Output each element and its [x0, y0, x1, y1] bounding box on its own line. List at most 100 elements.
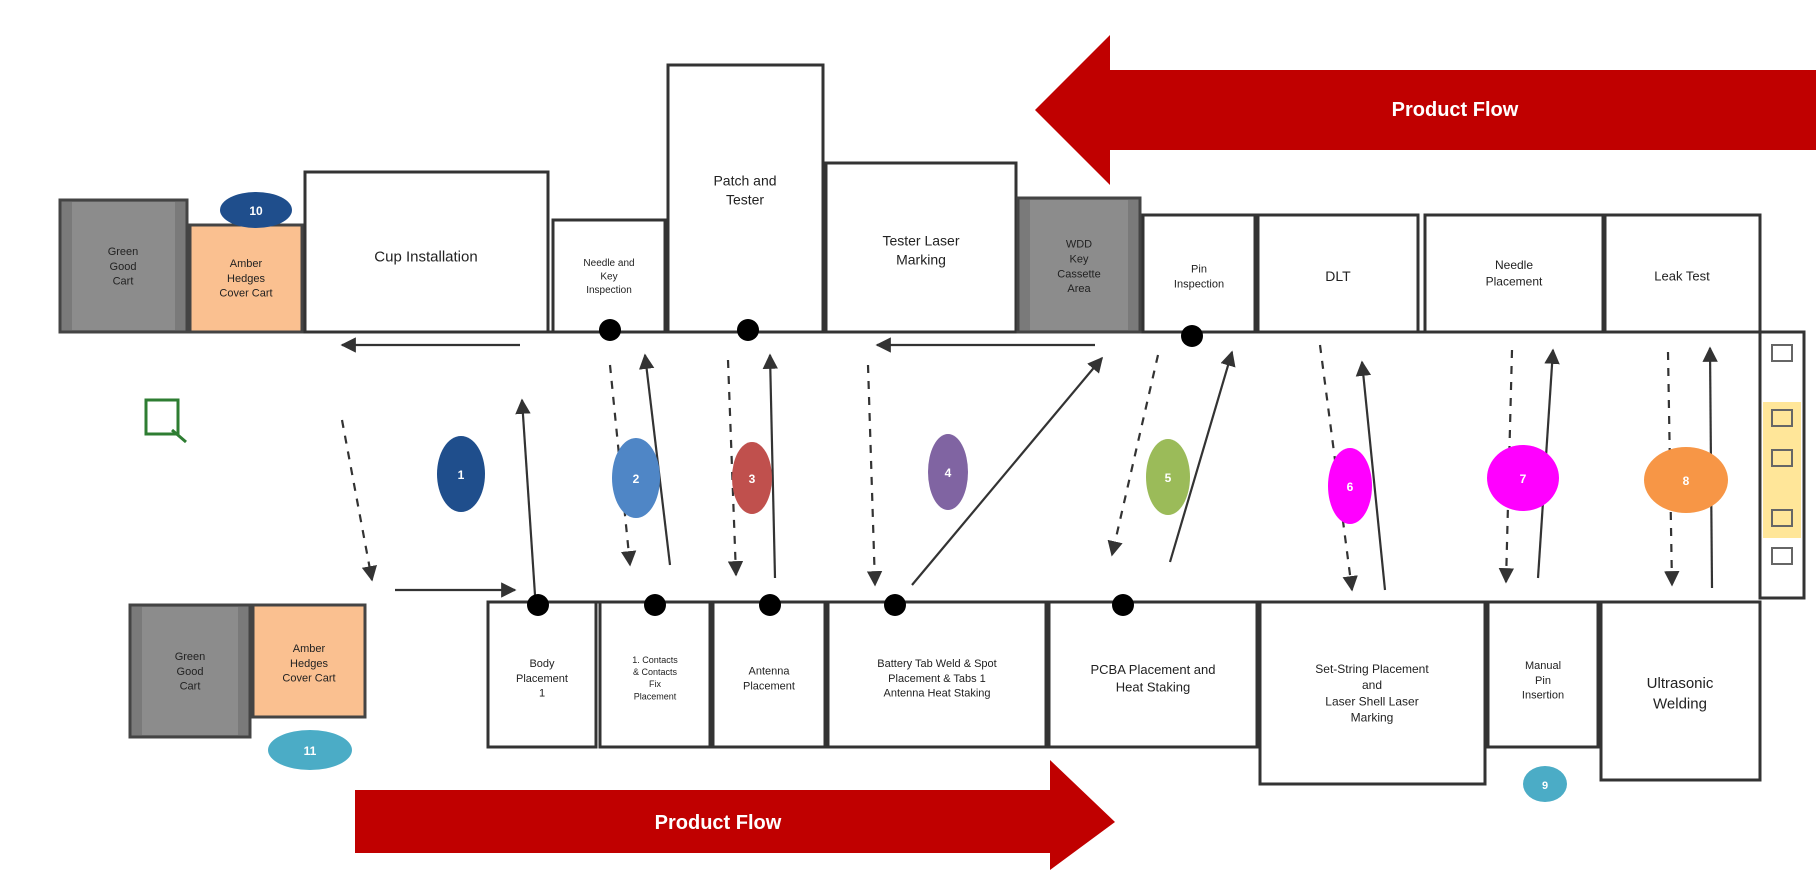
part-bin-icon: [1771, 344, 1793, 362]
product-flow-label-bottom: Product Flow: [655, 812, 782, 834]
part-bin-icon: [1771, 509, 1793, 527]
bottom-station-label: Green: [175, 651, 206, 663]
bottom-station-label: 1. Contacts: [632, 655, 678, 665]
station-set-string-placement: [1258, 600, 1487, 786]
top-station-label: DLT: [1325, 268, 1351, 284]
station-leak-test: [1603, 213, 1762, 334]
station-dot: [759, 594, 781, 616]
top-station-label: Patch and: [713, 172, 776, 188]
bottom-station-label: Placement & Tabs 1: [888, 673, 986, 685]
operator-label-9: 9: [1542, 780, 1548, 792]
top-station-label: Leak Test: [1654, 269, 1710, 284]
path-op3-down: [726, 359, 744, 577]
product-flow-arrow-top: [1035, 35, 1816, 185]
part-bin-icons: [1771, 344, 1793, 565]
station-dot: [737, 319, 759, 341]
operator-label-3: 3: [749, 472, 756, 486]
bottom-station-label: Body: [529, 658, 555, 670]
station-pcba-placement: [1047, 600, 1259, 749]
bottom-station-label: Set-String Placement: [1315, 662, 1429, 676]
top-station-label: Cup Installation: [374, 248, 477, 265]
top-station-label: Tester: [726, 191, 764, 207]
operator-1: [437, 436, 485, 512]
top-station-label: Area: [1067, 283, 1091, 295]
top-station-label: Cart: [113, 276, 134, 288]
top-station-label: Hedges: [227, 273, 265, 285]
bottom-station-label: Cover Cart: [282, 673, 335, 685]
station-dot: [1181, 325, 1203, 347]
operator-10: [220, 192, 292, 228]
operator-label-2: 2: [633, 472, 640, 486]
bottom-station-label: Marking: [1351, 711, 1394, 725]
bottom-station-label: and: [1362, 678, 1382, 692]
bottom-station-label: Fix: [649, 679, 661, 689]
top-station-label: Key: [600, 272, 617, 283]
bottom-station-label: Battery Tab Weld & Spot: [877, 658, 996, 670]
station-battery-tab-weld: [826, 600, 1048, 749]
station-cup-installation: [303, 170, 550, 334]
end-bin-highlight: [1763, 402, 1801, 538]
top-station-label: WDD: [1066, 239, 1092, 251]
operator-label-6: 6: [1347, 480, 1354, 494]
top-station-label: Cassette: [1057, 268, 1100, 280]
exit-icon: [144, 398, 187, 444]
top-station-label: Placement: [1486, 274, 1543, 288]
storage-wdd-inner: [1030, 200, 1128, 330]
station-dot: [644, 594, 666, 616]
path-op4-down: [866, 364, 883, 587]
station-needle-key-inspection: [551, 218, 667, 334]
bottom-station-label: Good: [177, 666, 204, 678]
station-dot: [599, 319, 621, 341]
operator-label-5: 5: [1165, 471, 1172, 485]
operator-label-7: 7: [1520, 472, 1527, 486]
operator-6: [1328, 448, 1372, 524]
operator-label-11: 11: [304, 744, 317, 758]
operator-11: [268, 730, 352, 770]
path-op3-up: [762, 353, 779, 579]
product-flow-arrow-bottom: [355, 760, 1115, 870]
operator-3: [732, 442, 772, 514]
operator-9: [1523, 766, 1567, 802]
top-station-label: Needle and: [583, 258, 634, 269]
station-patch-tester: [666, 63, 825, 334]
path-op5-down: [1107, 354, 1160, 557]
top-station-label: Cover Cart: [219, 288, 272, 300]
station-needle-placement: [1423, 213, 1605, 334]
bottom-station-label: Amber: [293, 643, 326, 655]
top-station-label: Green: [108, 246, 139, 258]
station-dots: [527, 319, 1203, 616]
station-dlt: [1256, 213, 1420, 334]
bottom-station-label: Placement: [516, 673, 568, 685]
top-station-label: Tester Laser: [882, 232, 959, 248]
path-op5-up: [1168, 350, 1236, 563]
bottom-station-label: Cart: [180, 681, 201, 693]
path-op4-diagonal: [911, 356, 1103, 586]
top-station-label: Marking: [896, 251, 946, 267]
path-op2-up: [638, 353, 672, 566]
operator-4: [928, 434, 968, 510]
bottom-station-label: Heat Staking: [1116, 679, 1190, 694]
path-op1-out: [340, 419, 378, 582]
storage-cart-top-inner: [72, 202, 175, 330]
path-op6-up: [1355, 360, 1387, 591]
operator-label-4: 4: [945, 466, 952, 480]
bottom-station-label: Pin: [1535, 675, 1551, 687]
top-station-label: Amber: [230, 258, 263, 270]
storage-cart-top-amber: [188, 223, 304, 334]
top-station-label: Key: [1070, 253, 1089, 265]
operator-8: [1644, 447, 1728, 513]
part-bin-icon: [1771, 547, 1793, 565]
operator-label-10: 10: [249, 204, 263, 218]
operator-5: [1146, 439, 1190, 515]
operator-7: [1487, 445, 1559, 511]
bottom-station-label: Antenna Heat Staking: [883, 688, 990, 700]
bottom-station-label: Hedges: [290, 658, 328, 670]
station-ultrasonic-welding: [1599, 600, 1762, 782]
product-flow-label-top: Product Flow: [1392, 99, 1519, 121]
bottom-station-label: Laser Shell Laser: [1325, 694, 1418, 708]
part-bin-icon: [1771, 449, 1793, 467]
station-dot: [527, 594, 549, 616]
